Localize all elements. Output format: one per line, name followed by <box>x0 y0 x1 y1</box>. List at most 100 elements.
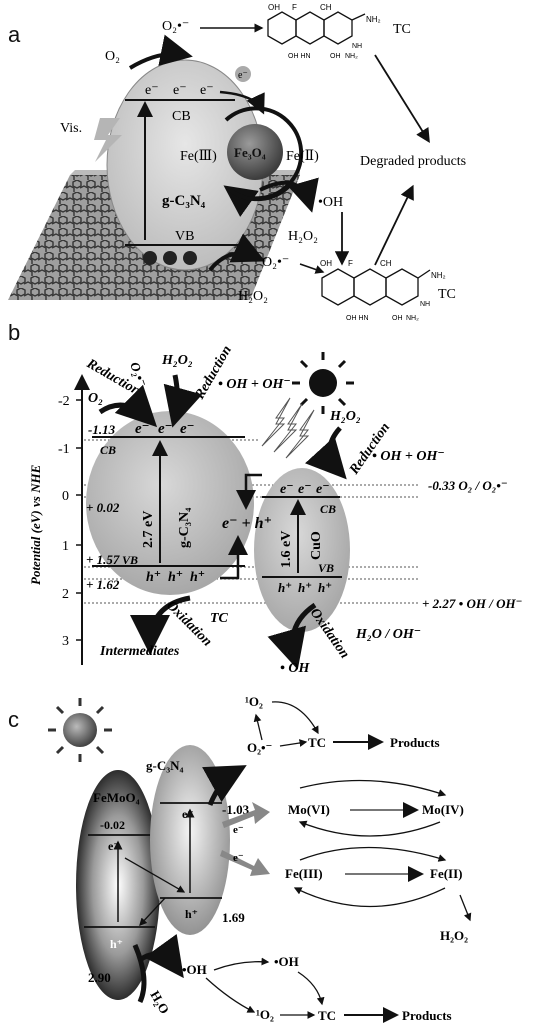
mo4-label: Mo(IV) <box>422 802 464 817</box>
femoo4-label: FeMoO₄ <box>93 790 140 805</box>
o2-left-label: O₂ <box>88 391 103 406</box>
panel-b-letter: b <box>8 320 20 345</box>
tc-oxidation-arrow <box>130 595 191 655</box>
mo6-label: Mo(VI) <box>288 802 330 817</box>
h2o2-right-label: H₂O₂ <box>329 409 361 424</box>
gcn-e3: e⁻ <box>180 421 195 437</box>
gcn-e2: e⁻ <box>158 421 173 437</box>
hole-1 <box>143 251 157 265</box>
material-label: g-C₃N₄ <box>162 193 206 209</box>
tc-structure-bottom <box>321 268 431 306</box>
vb-label: VB <box>175 229 194 244</box>
oh-bottom-label: • OH <box>280 661 311 676</box>
tc-top-nh: NH <box>352 43 362 50</box>
h2o-pair-label: H₂O / OH⁻ <box>355 627 421 642</box>
electron-to-mo-arrow <box>222 802 270 828</box>
oh-to-singlet-arrow <box>205 977 256 1013</box>
gcn-c-electron: e⁻ <box>182 807 194 821</box>
fe-arc-top <box>299 846 447 862</box>
superoxide-label: O₂•⁻ <box>162 19 189 34</box>
oh-right-c-label: •OH <box>274 954 299 969</box>
fe3-label: Fe(Ⅲ) <box>180 149 217 164</box>
tc-bot-nh2: NH₂ <box>431 271 446 280</box>
cuo-material-label: CuO <box>309 531 324 560</box>
cuo-h2: h⁺ <box>298 580 312 595</box>
o2-label: O₂ <box>105 49 120 64</box>
h2o2-mid-label: H₂O₂ <box>288 229 318 244</box>
tc-bottom-label: TC <box>438 287 456 302</box>
panel-a: a e⁻ e⁻ e⁻ CB g-C₃N₄ VB Vis. Fe₃O₄ Fe(Ⅲ)… <box>8 3 466 322</box>
electron-transfer-arrow <box>219 90 265 115</box>
superoxide-to-singlet-arrow <box>253 713 263 741</box>
tc-bot-nh: NH <box>420 301 430 308</box>
panel-a-letter: a <box>8 22 21 47</box>
y-axis-label: Potential (eV) vs NHE <box>28 464 43 585</box>
light-rays-icon <box>261 397 315 459</box>
oh-left-c-label: •OH <box>182 962 207 977</box>
gcn-c-vb-value: 1.69 <box>222 910 245 925</box>
sun-icon <box>292 352 354 414</box>
tc-bot-oh: OH <box>320 259 332 268</box>
gcn-c-hole: h⁺ <box>185 907 198 921</box>
singlet-top-label: ¹O₂ <box>245 694 263 709</box>
oh-to-oh-arrow <box>213 957 270 971</box>
cb-label: CB <box>172 109 191 124</box>
redox-o2-label: -0.33 O₂ / O₂•⁻ <box>428 478 508 493</box>
tc-top-oh2: OH <box>330 53 341 60</box>
gcn-material-label: g-C₃N₄ <box>177 507 192 548</box>
tc-bot-ch: CH <box>380 259 392 268</box>
tc-bot-nh2b: NH₂ <box>406 315 419 322</box>
fe2-label: Fe(Ⅱ) <box>286 149 319 164</box>
vis-light-label: Vis. <box>60 121 82 136</box>
o2-reduction-arrow-b <box>98 384 158 428</box>
tc-top-nh2: NH₂ <box>366 15 381 24</box>
fe2-to-h2o2-arrow <box>459 894 472 922</box>
superoxide-bottom-label: O₂•⁻ <box>262 255 289 270</box>
cb-level-value: -1.13 <box>88 422 116 437</box>
lightning-icon <box>94 118 122 162</box>
superoxide-to-tc-c-arrow <box>279 739 308 747</box>
cuo-h1: h⁺ <box>278 580 292 595</box>
water-oxidation-arrow-stem <box>132 944 147 1004</box>
y-tick-neg2: -2 <box>58 394 70 409</box>
cuo-ellipse <box>254 468 350 632</box>
h2o2-c-label: H₂O₂ <box>440 928 468 943</box>
tc-top-ohhn: OH HN <box>288 53 311 60</box>
oh-products-top: • OH + OH⁻ <box>218 377 291 392</box>
electron-arrow-2: e⁻ <box>233 852 244 864</box>
cuo-h3: h⁺ <box>318 580 332 595</box>
y-ticks <box>76 399 82 641</box>
h2o2-top-label: H₂O₂ <box>161 353 193 368</box>
tc-bot-oh2: OH <box>392 315 403 322</box>
oh-to-tc-bottom-arrow <box>297 971 325 1006</box>
tc-bottom-to-degraded-arrow <box>374 184 414 266</box>
fe-arc-bottom <box>293 887 446 908</box>
vb-level-value: + 1.57 <box>86 552 120 567</box>
panel-c-letter: c <box>8 707 19 732</box>
y-tick-0: 0 <box>62 489 69 504</box>
gcn-ellipse <box>86 411 254 595</box>
tc-bottom-c-label: TC <box>318 1008 336 1023</box>
h2o2-to-oh-arrow <box>259 177 319 213</box>
electron-to-fe-arrow <box>220 850 270 876</box>
tc-top-c-label: TC <box>308 735 326 750</box>
superoxide-to-tc-bottom-arrow <box>299 263 325 274</box>
femoo4-vb-value: 2.90 <box>88 970 111 985</box>
hole-2 <box>163 251 177 265</box>
tc-top-ch: CH <box>320 3 332 12</box>
y-tick-1: 1 <box>62 539 69 554</box>
o2-reduction-c-arrow <box>202 765 247 806</box>
gcn-band-gap: 2.7 eV <box>141 511 156 548</box>
degraded-products-label: Degraded products <box>360 154 466 169</box>
panel-b: b -2 -1 0 1 2 3 Potential (eV) vs NHE e⁻ <box>8 320 522 676</box>
tc-structure-top <box>267 11 366 45</box>
gcn-c-label: g-C₃N₄ <box>146 758 184 773</box>
electron-recomb-arrow <box>236 473 262 510</box>
singlet-bottom-label: ¹O₂ <box>256 1007 274 1022</box>
products-bottom-label: Products <box>402 1008 452 1023</box>
gcn-cb-label: CB <box>100 443 116 457</box>
mo-arc-top <box>299 779 447 797</box>
y-tick-2: 2 <box>62 587 69 602</box>
h2o-oxidation-arrow <box>267 602 317 670</box>
